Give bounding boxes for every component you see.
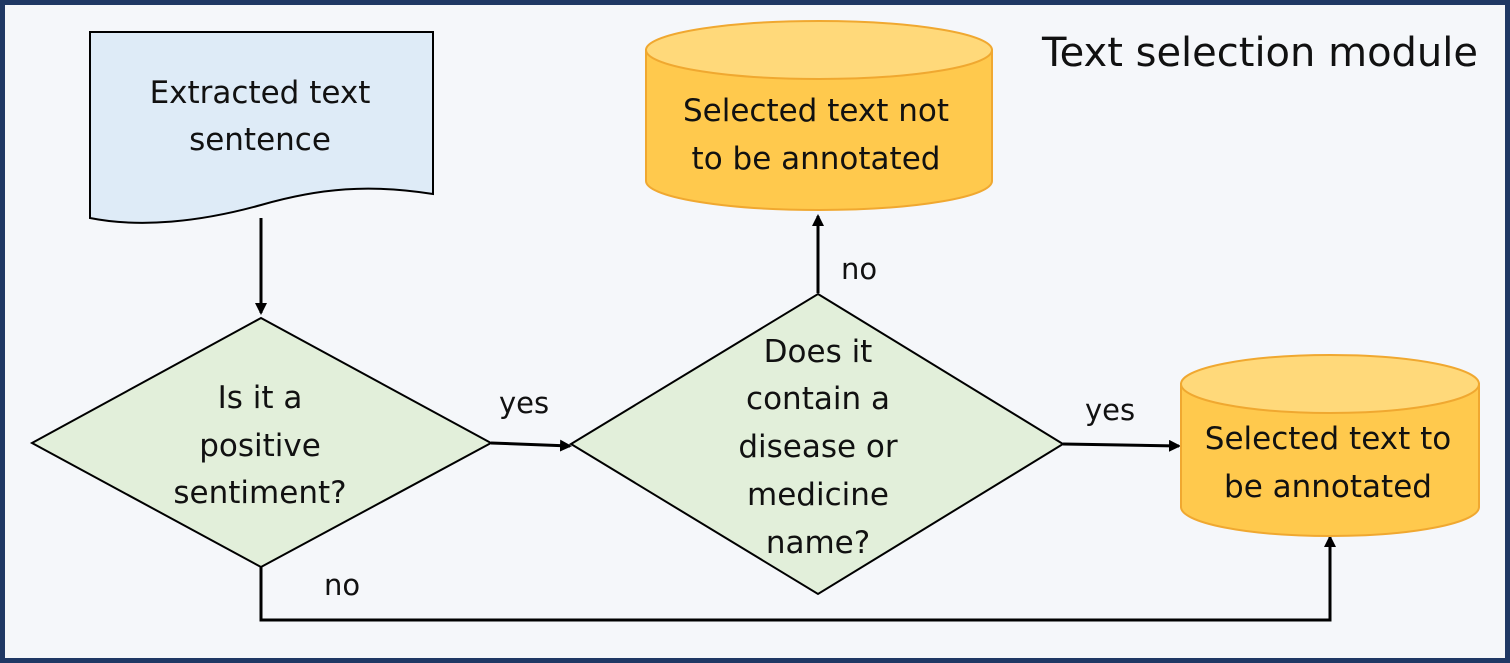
node-positive-line2: positive (199, 428, 321, 464)
node-positive-line1: Is it a (218, 380, 303, 416)
edge-positive-no (259, 535, 1336, 622)
node-positive-sentiment: Is it a positive sentiment? (29, 316, 494, 569)
node-not-annotated-line1: Selected text not (683, 93, 949, 129)
connectors (255, 214, 1336, 622)
edge-positive-yes (490, 439, 572, 452)
database-cylinder (1180, 383, 1480, 537)
decision-diamond (569, 292, 1065, 596)
node-extracted-line2: sentence (189, 122, 331, 158)
edge-contains-yes (1062, 439, 1181, 452)
decision-diamond (29, 316, 494, 569)
database-cylinder-top (645, 20, 993, 80)
edge-label-positive-yes: yes (499, 386, 549, 420)
edge-label-positive-no: no (324, 568, 360, 602)
node-positive-line3: sentiment? (173, 475, 346, 511)
node-extracted-line1: Extracted text (150, 75, 371, 111)
database-cylinder-top (1180, 354, 1480, 414)
node-annotated: Selected text to be annotated (1180, 354, 1480, 537)
edge-label-contains-no: no (841, 252, 877, 286)
diagram-title: Text selection module (1041, 30, 1478, 76)
node-contains-line2: contain a (746, 381, 890, 417)
node-not-annotated-line2: to be annotated (692, 141, 941, 177)
node-contains-line1: Does it (764, 334, 873, 370)
node-contains-name: Does it contain a disease or medicine na… (569, 292, 1065, 596)
node-contains-line4: medicine (747, 477, 889, 513)
node-contains-line3: disease or (738, 429, 898, 465)
node-annotated-line1: Selected text to (1205, 421, 1451, 457)
database-cylinder (645, 49, 993, 211)
node-contains-line5: name? (766, 525, 870, 561)
document-shape (89, 31, 434, 224)
node-extracted-text: Extracted text sentence (89, 31, 434, 224)
edge-label-contains-yes: yes (1085, 393, 1135, 427)
node-annotated-line2: be annotated (1224, 469, 1432, 505)
node-not-annotated: Selected text not to be annotated (645, 20, 993, 211)
